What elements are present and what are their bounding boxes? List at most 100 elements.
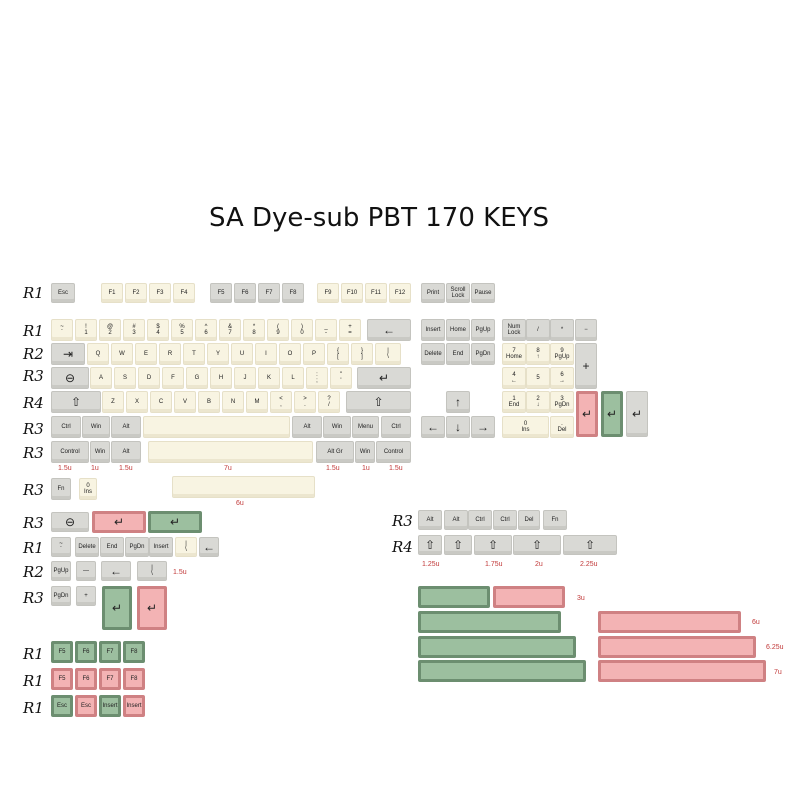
- win-key: Win: [355, 441, 375, 463]
- number-key: $ 4: [147, 319, 169, 341]
- num5-key: 5: [526, 367, 550, 389]
- size-label: 1u: [362, 465, 370, 472]
- alt-key: Alt: [111, 416, 141, 438]
- size-label: 1.5u: [119, 465, 133, 472]
- letter-key: S: [114, 367, 136, 389]
- pgup-key: PgUp: [51, 561, 71, 581]
- letter-key: " ': [330, 367, 352, 389]
- row-label: R3: [23, 481, 44, 499]
- num7-key: 7 Home: [502, 343, 526, 365]
- caps-key: ⊖: [51, 512, 89, 532]
- pgdn-key: PgDn: [471, 343, 495, 365]
- ctrl-key: Ctrl: [468, 510, 492, 530]
- f4-key: F4: [173, 283, 195, 303]
- zero-ins-key: 0 Ins: [79, 478, 97, 500]
- f1-key: F1: [101, 283, 123, 303]
- number-key: * 8: [243, 319, 265, 341]
- letter-key: | \: [375, 343, 401, 365]
- letter-key: K: [258, 367, 280, 389]
- green-insert-key: Insert: [99, 695, 121, 717]
- green-f5-key: F5: [51, 641, 73, 663]
- win-key: Win: [82, 416, 110, 438]
- f6-key: F6: [234, 283, 256, 303]
- f5-key: F5: [210, 283, 232, 303]
- pink-insert-key: Insert: [123, 695, 145, 717]
- letter-key: H: [210, 367, 232, 389]
- minus-key: —: [76, 561, 96, 581]
- pgup-key: PgUp: [471, 319, 495, 341]
- delete-key: Delete: [75, 537, 99, 557]
- green-spacebar-3u: [418, 586, 490, 608]
- num1-key: 1 End: [502, 391, 526, 413]
- num8-key: 8 ↑: [526, 343, 550, 365]
- shift-key: ⇧: [563, 535, 617, 555]
- pink-f7-key: F7: [99, 668, 121, 690]
- letter-key: B: [198, 391, 220, 413]
- row-label: R3: [23, 514, 44, 532]
- green-f6-key: F6: [75, 641, 97, 663]
- letter-key: U: [231, 343, 253, 365]
- pipe-key: | \: [175, 537, 197, 557]
- num9-key: 9 PgUp: [550, 343, 574, 365]
- row-label: R1: [23, 284, 44, 302]
- plus-key: +: [76, 586, 96, 606]
- row-label: R2: [23, 563, 44, 581]
- num0-key: 0 Ins: [502, 416, 549, 438]
- num-enter-key-grey: ↵: [626, 391, 648, 437]
- alt-key: Alt: [111, 441, 141, 463]
- size-label: 1.5u: [58, 465, 72, 472]
- shift-key: ⇧: [513, 535, 561, 555]
- size-label: 7u: [224, 465, 232, 472]
- letter-key: W: [111, 343, 133, 365]
- green-f7-key: F7: [99, 641, 121, 663]
- shift-key: ⇧: [418, 535, 442, 555]
- row-label: R3: [23, 367, 44, 385]
- left-arrow-key: ←: [199, 537, 219, 557]
- win-key: Win: [323, 416, 351, 438]
- shift-key: ⇧: [346, 391, 411, 413]
- num-slash-key: /: [526, 319, 550, 341]
- letter-key: P: [303, 343, 325, 365]
- pink-f6-key: F6: [75, 668, 97, 690]
- right-arrow-key: →: [471, 416, 495, 438]
- up-arrow-key: ↑: [446, 391, 470, 413]
- letter-key: Z: [102, 391, 124, 413]
- number-key: ( 9: [267, 319, 289, 341]
- iso-enter-key-pink: ↵: [137, 586, 167, 630]
- letter-key: F: [162, 367, 184, 389]
- num6-key: 6 →: [550, 367, 574, 389]
- row-label: R1: [23, 672, 44, 690]
- ctrl-key: Ctrl: [493, 510, 517, 530]
- letter-key: ? /: [318, 391, 340, 413]
- row-label: R1: [23, 699, 44, 717]
- number-key: _ -: [315, 319, 337, 341]
- number-key: % 5: [171, 319, 193, 341]
- pink-spacebar-7u: [598, 660, 766, 682]
- green-spacebar-6.25u: [418, 636, 576, 658]
- num-enter-key-green: ↵: [601, 391, 623, 437]
- numlock-key: Num Lock: [502, 319, 526, 341]
- del-key: Del: [518, 510, 540, 530]
- pink-spacebar-6u: [598, 611, 741, 633]
- number-key: ^ 6: [195, 319, 217, 341]
- end-key: End: [100, 537, 124, 557]
- shift-key: ⇧: [51, 391, 101, 413]
- spacebar-key: [148, 441, 313, 463]
- row-label: R4: [23, 394, 44, 412]
- scroll-lock-key: Scroll Lock: [446, 283, 470, 303]
- iso-enter-key-green: ↵: [102, 586, 132, 630]
- pause-key: Pause: [471, 283, 495, 303]
- size-label: 1.75u: [485, 561, 503, 568]
- fn-key: Fn: [51, 478, 71, 500]
- caps-key: ⊖: [51, 367, 89, 389]
- left-arrow-key: ←: [421, 416, 445, 438]
- number-key: @ 2: [99, 319, 121, 341]
- enter-key-green: ↵: [148, 511, 202, 533]
- letter-key: A: [90, 367, 112, 389]
- letter-key: N: [222, 391, 244, 413]
- alt-key: Alt: [418, 510, 442, 530]
- letter-key: > .: [294, 391, 316, 413]
- num4-key: 4 ←: [502, 367, 526, 389]
- spacebar-key: [143, 416, 290, 438]
- page-title: SA Dye-sub PBT 170 KEYS: [208, 203, 550, 233]
